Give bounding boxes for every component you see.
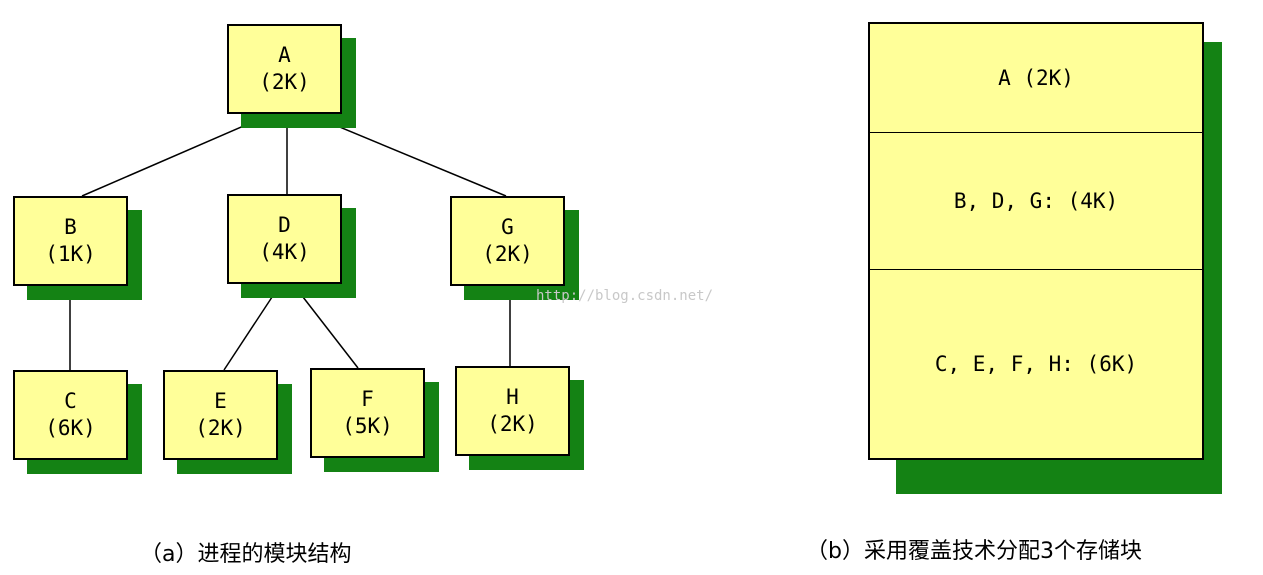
memory-segment-1-label: A (2K) bbox=[998, 66, 1074, 90]
memory-blocks: A (2K) B, D, G: (4K) C, E, F, H: (6K) bbox=[868, 22, 1222, 494]
node-f: F (5K) bbox=[310, 368, 439, 472]
caption-memory: （b）采用覆盖技术分配3个存储块 bbox=[806, 539, 1142, 564]
caption-tree: （a）进程的模块结构 bbox=[140, 542, 352, 567]
node-e-size: (2K) bbox=[195, 416, 246, 440]
node-b-name: B bbox=[64, 215, 77, 239]
node-a: A (2K) bbox=[227, 24, 356, 128]
edge-d-e bbox=[223, 287, 279, 371]
node-e-name: E bbox=[214, 389, 227, 413]
node-f-size: (5K) bbox=[342, 414, 393, 438]
node-c-size: (6K) bbox=[45, 416, 96, 440]
watermark-text: http://blog.csdn.net/ bbox=[536, 288, 714, 304]
memory-segment-1: A (2K) bbox=[870, 24, 1202, 133]
edge-d-f bbox=[295, 287, 359, 369]
node-h: H (2K) bbox=[455, 366, 584, 470]
node-g-name: G bbox=[501, 215, 514, 239]
node-g: G (2K) bbox=[450, 196, 579, 300]
node-a-name: A bbox=[278, 43, 291, 67]
node-b: B (1K) bbox=[13, 196, 142, 300]
node-d: D (4K) bbox=[227, 194, 356, 298]
node-h-name: H bbox=[506, 385, 519, 409]
node-h-size: (2K) bbox=[487, 412, 538, 436]
edge-a-b bbox=[81, 117, 263, 197]
memory-segment-2: B, D, G: (4K) bbox=[870, 133, 1202, 270]
node-d-size: (4K) bbox=[259, 240, 310, 264]
node-c: C (6K) bbox=[13, 370, 142, 474]
edge-a-g bbox=[317, 117, 507, 197]
node-e: E (2K) bbox=[163, 370, 292, 474]
memory-segment-3-label: C, E, F, H: (6K) bbox=[934, 352, 1138, 376]
node-g-size: (2K) bbox=[482, 242, 533, 266]
node-f-name: F bbox=[361, 387, 374, 411]
memory-segment-3: C, E, F, H: (6K) bbox=[870, 270, 1202, 458]
node-a-size: (2K) bbox=[259, 70, 310, 94]
memory-frame: A (2K) B, D, G: (4K) C, E, F, H: (6K) bbox=[868, 22, 1204, 460]
node-c-name: C bbox=[64, 389, 77, 413]
memory-segment-2-label: B, D, G: (4K) bbox=[953, 189, 1119, 213]
node-b-size: (1K) bbox=[45, 242, 96, 266]
node-d-name: D bbox=[278, 213, 291, 237]
